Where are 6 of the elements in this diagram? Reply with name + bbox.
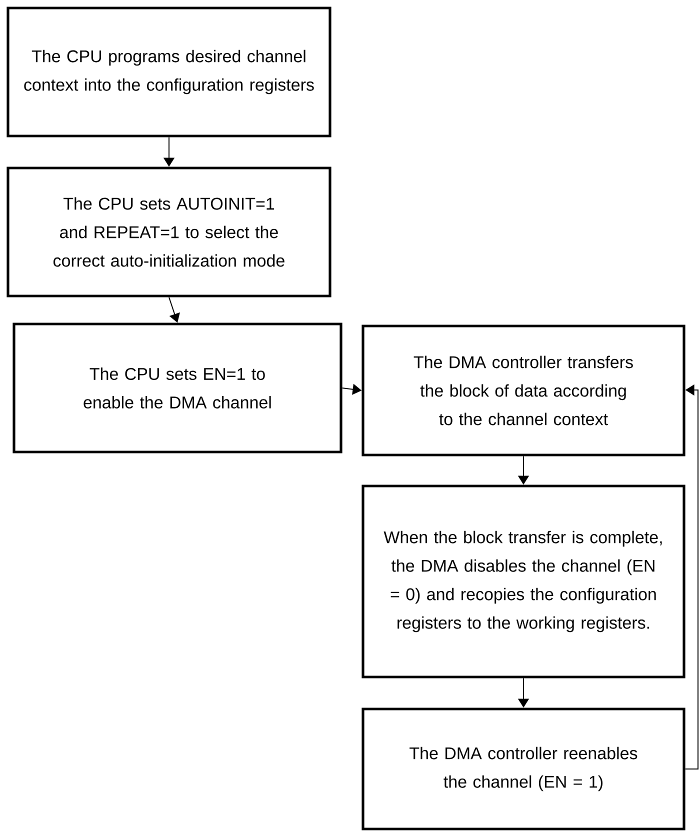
process-box: The CPU sets AUTOINIT=1 and REPEAT=1 to select the correct auto-initialization mode [6, 166, 332, 298]
process-box: The DMA controller transfers the block of data according to the channel context [362, 324, 686, 456]
process-box: The CPU sets EN=1 to enable the DMA channel [12, 322, 342, 454]
process-box: The DMA controller reenables the channel (EN = 1) [362, 708, 686, 830]
process-box: The CPU programs desired channel context into the configuration registers [6, 6, 332, 138]
process-box: When the block transfer is complete, the DMA disables the channel (EN = 0) and recopies the configuration registers to the working registers. [362, 484, 686, 678]
